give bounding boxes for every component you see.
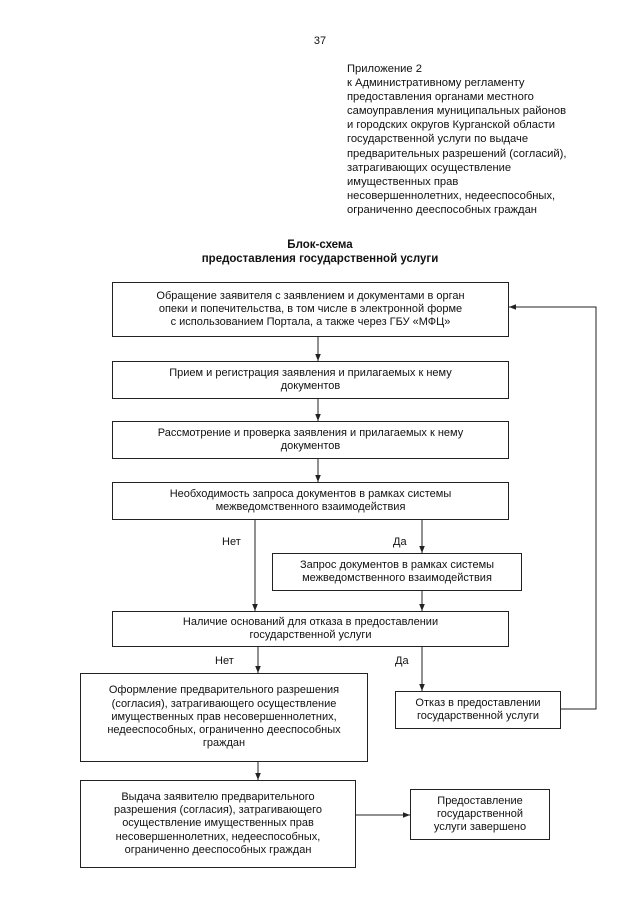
appendix-line: предоставления органами местного bbox=[347, 91, 534, 104]
appendix-line: затрагивающих осуществление bbox=[347, 161, 512, 174]
diagram-title: Блок-схема предоставления государственно… bbox=[150, 238, 490, 266]
step-text-line: Обращение заявителя с заявлением и докум… bbox=[156, 289, 465, 302]
step-refusal: Отказ в предоставлении государственной у… bbox=[395, 691, 561, 729]
step-text-line: Необходимость запроса документов в рамка… bbox=[169, 487, 452, 500]
appendix-line: и городских округов Курганской области bbox=[347, 119, 555, 132]
step-text-line: опеки и попечительства, в том числе в эл… bbox=[158, 302, 463, 315]
step-text-line: с использованием Портала, а также через … bbox=[170, 316, 451, 329]
step-text-line: осуществление имущественных прав bbox=[122, 817, 314, 830]
step-text-line: имущественных прав несовершеннолетних, bbox=[111, 710, 337, 723]
step-grounds-refusal: Наличие оснований для отказа в предостав… bbox=[112, 611, 509, 647]
step-text-line: недееспособных, ограниченно дееспособных bbox=[107, 724, 341, 737]
step-text-line: Наличие оснований для отказа в предостав… bbox=[182, 615, 439, 628]
appendix-line: несовершеннолетних, недееспособных, bbox=[347, 189, 556, 202]
step-review: Рассмотрение и проверка заявления и прил… bbox=[112, 421, 509, 459]
arrow-refusal-loop-back bbox=[509, 304, 597, 710]
branch-label-no: Нет bbox=[222, 536, 241, 548]
step-reception: Прием и регистрация заявления и прилагае… bbox=[112, 361, 509, 399]
step-text-line: Запрос документов в рамках системы bbox=[299, 558, 495, 571]
step-text-line: Предоставление bbox=[437, 794, 523, 807]
appendix-line: имущественных прав bbox=[347, 175, 459, 188]
appendix-line: предварительных разрешений (согласий), bbox=[347, 147, 567, 160]
appendix-line: ограниченно дееспособных граждан bbox=[347, 203, 537, 216]
page-number: 37 bbox=[313, 35, 327, 47]
branch-label-yes: Да bbox=[395, 655, 409, 667]
step-text-line: государственной услуги bbox=[249, 629, 372, 641]
appendix-line: к Административному регламенту bbox=[347, 77, 525, 90]
branch-label-yes: Да bbox=[393, 536, 407, 548]
step-text-line: Отказ в предоставлении bbox=[415, 696, 541, 709]
step-interagency-request: Запрос документов в рамках системы межве… bbox=[272, 553, 522, 591]
step-text-line: ограниченно дееспособных граждан bbox=[124, 843, 312, 856]
appendix-header: Приложение 2 к Административному регламе… bbox=[347, 62, 627, 217]
step-text-line: Прием и регистрация заявления и прилагае… bbox=[169, 366, 452, 379]
step-text-line: межведомственного взаимодействия bbox=[302, 572, 492, 584]
step-text-line: государственной услуги bbox=[417, 710, 539, 722]
step-text-line: государственной bbox=[437, 807, 523, 820]
step-deliver-permit: Выдача заявителю предварительного разреш… bbox=[80, 780, 356, 868]
step-text-line: Выдача заявителю предварительного bbox=[121, 790, 315, 803]
diagram-title-line: предоставления государственной услуги bbox=[201, 253, 439, 265]
appendix-line: государственной услуги по выдаче bbox=[347, 133, 529, 146]
step-text-line: (согласия), затрагивающего осуществление bbox=[111, 697, 337, 710]
step-text-line: граждан bbox=[202, 737, 246, 750]
step-text-line: документов bbox=[280, 440, 341, 452]
appendix-line: Приложение 2 bbox=[347, 63, 422, 75]
step-appeal: Обращение заявителя с заявлением и докум… bbox=[112, 282, 509, 337]
branch-label-no: Нет bbox=[215, 655, 234, 667]
diagram-title-line: Блок-схема bbox=[287, 239, 353, 251]
step-need-request: Необходимость запроса документов в рамка… bbox=[112, 482, 509, 520]
step-text-line: Рассмотрение и проверка заявления и прил… bbox=[157, 426, 464, 439]
step-text-line: разрешения (согласия), затрагивающего bbox=[113, 804, 323, 817]
step-issue-permit: Оформление предварительного разрешения (… bbox=[80, 673, 368, 762]
step-text-line: Оформление предварительного разрешения bbox=[108, 684, 340, 697]
step-text-line: услуги завершено bbox=[433, 821, 527, 834]
step-text-line: межведомственного взаимодействия bbox=[215, 501, 406, 513]
appendix-line: самоуправления муниципальных районов bbox=[347, 105, 567, 118]
step-text-line: несовершеннолетних, недееспособных, bbox=[115, 830, 321, 843]
step-text-line: документов bbox=[280, 380, 341, 392]
step-service-completed: Предоставление государственной услуги за… bbox=[410, 789, 550, 840]
